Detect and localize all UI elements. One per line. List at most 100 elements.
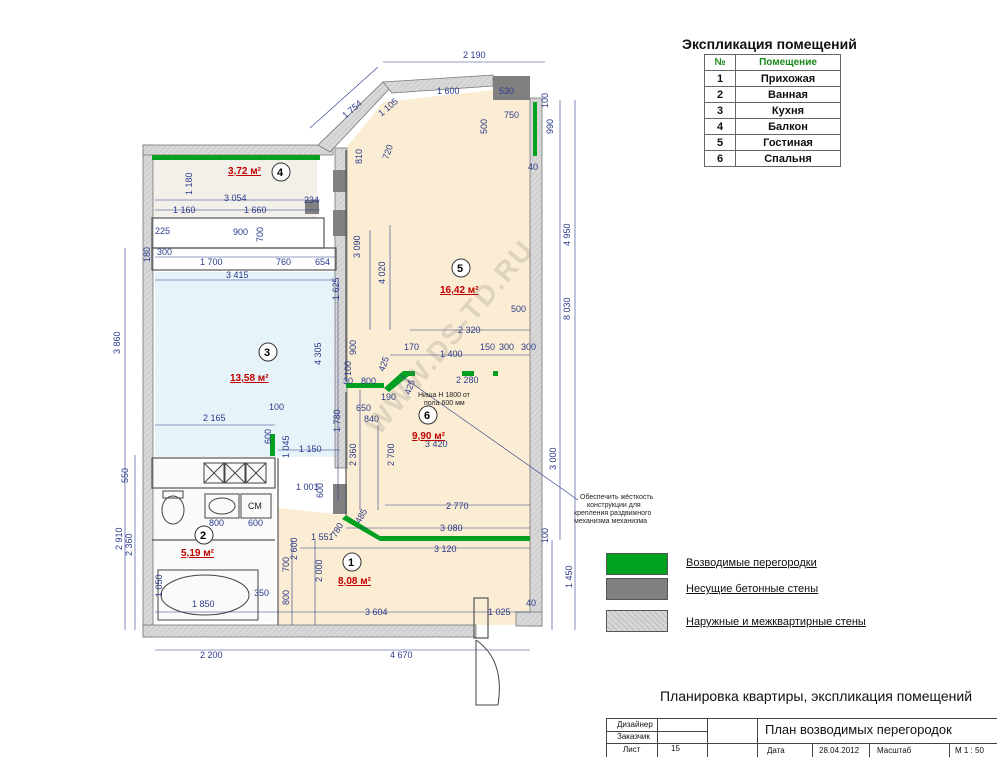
row-number: 6 [704,150,736,167]
dim-label: 4 020 [377,261,387,284]
row-room: Спальня [735,150,841,167]
drawing-title: Планировка квартиры, экспликация помещен… [660,688,973,704]
dim-label: 1 050 [154,574,164,597]
dim-label: 700 [281,557,291,572]
dim-label: 840 [364,414,379,424]
dim-label: 170 [404,342,419,352]
dim-label: 654 [315,257,330,267]
room-1-floor [278,508,530,625]
legend-label-bearing: Несущие бетонные стены [686,583,819,595]
dim-label: 3 604 [365,607,388,617]
dim-label: 40 [528,162,538,172]
dim-label: 2 700 [386,443,396,466]
dim-label: 425 [402,378,417,396]
dim-label: 300 [157,247,172,257]
niche-note: пола 600 мм [424,400,465,407]
dim-label: 900 [348,340,358,355]
dim-label: 3 120 [434,544,457,554]
room-number: 2 [200,530,206,542]
room-area: 9,90 м² [412,431,446,442]
dim-label: 425 [376,355,391,373]
dim-label: 650 [356,403,371,413]
customer-label: Заказчик [617,732,650,741]
dim-label: 2 360 [124,533,134,556]
row-number: 4 [704,118,736,135]
room-5-floor [346,90,530,540]
dim-label: 2 360 [348,443,358,466]
washer-label: СМ [248,501,262,511]
room-number: 6 [424,410,430,422]
fixtures [157,462,500,706]
dim-label: 2 190 [463,50,486,60]
dim-label: 600 [263,429,273,444]
structure-note: механизма механизма [574,518,647,525]
dim-label: 2 770 [446,501,469,511]
dim-label: 4 305 [313,342,323,365]
dim-label: 300 [499,342,514,352]
row-room: Гостиная [735,134,841,151]
dim-label: 3 090 [352,235,362,258]
dim-label: 720 [380,143,395,161]
dim-label: 760 [276,257,291,267]
dim-label: 3 420 [425,439,448,449]
dim-label: 800 [361,376,376,386]
room-number: 5 [457,263,463,275]
dim-label: 3 000 [548,447,558,470]
row-room: Кухня [735,102,841,119]
structure-note: Обеспечить жёсткость [580,493,654,501]
dim-label: 300 [521,342,536,352]
sheet-title: План возводимых перегородок [765,722,952,737]
explication-title: Экспликация помещений [682,36,857,52]
dim-label: 990 [545,119,555,134]
dim-label: 800 [209,518,224,528]
room-3-floor [155,272,335,457]
dim-label: 1 180 [184,172,194,195]
dim-label: 2 910 [114,527,124,550]
row-number: 3 [704,102,736,119]
dim-label: 40 [526,598,536,608]
dim-label: 350 [254,588,269,598]
dim-label: 2 200 [200,650,223,660]
room-area: 5,19 м² [181,548,215,559]
row-room: Прихожая [735,70,841,87]
dim-label: 2 280 [456,375,479,385]
sheet-label: Лист [623,745,641,754]
dim-label: 4 950 [562,223,572,246]
dim-label: 3 860 [112,331,122,354]
dim-label: 1 045 [281,435,291,458]
room-2-floor [152,462,275,622]
dim-label: 4 670 [390,650,413,660]
dim-label: 180 [142,247,152,262]
row-room: Балкон [735,118,841,135]
dim-label: 500 [479,119,489,134]
col-room: Помещение [735,54,841,71]
room-number: 3 [264,347,270,359]
dim-label: 3 415 [226,270,249,280]
dim-label: 100 [540,528,550,543]
dim-label: 234 [304,195,319,205]
room-area: 3,72 м² [228,166,262,177]
dim-label: 100 [269,402,284,412]
col-number: № [704,54,736,71]
structure-note: крепления раздвижного [574,510,651,517]
room-area: 13,58 м² [230,373,269,384]
internal-walls [151,150,489,639]
legend-swatch-bearing [606,578,668,600]
dim-label: 810 [354,149,364,164]
scale-label: Масштаб [877,746,912,755]
dim-label: 2 000 [314,559,324,582]
dim-label: 1 660 [244,205,267,215]
dimension-lines [124,61,579,651]
row-number: 5 [704,134,736,151]
dim-label: 1 850 [192,599,215,609]
date-label: Дата [767,746,785,755]
room-markers: 4 3,72 м² 5 16,42 м² 3 13,58 м² 6 9,90 м… [181,162,479,587]
dim-label: 190 [381,392,396,402]
room-area: 8,08 м² [338,576,372,587]
sheet-number: 15 [671,744,680,753]
